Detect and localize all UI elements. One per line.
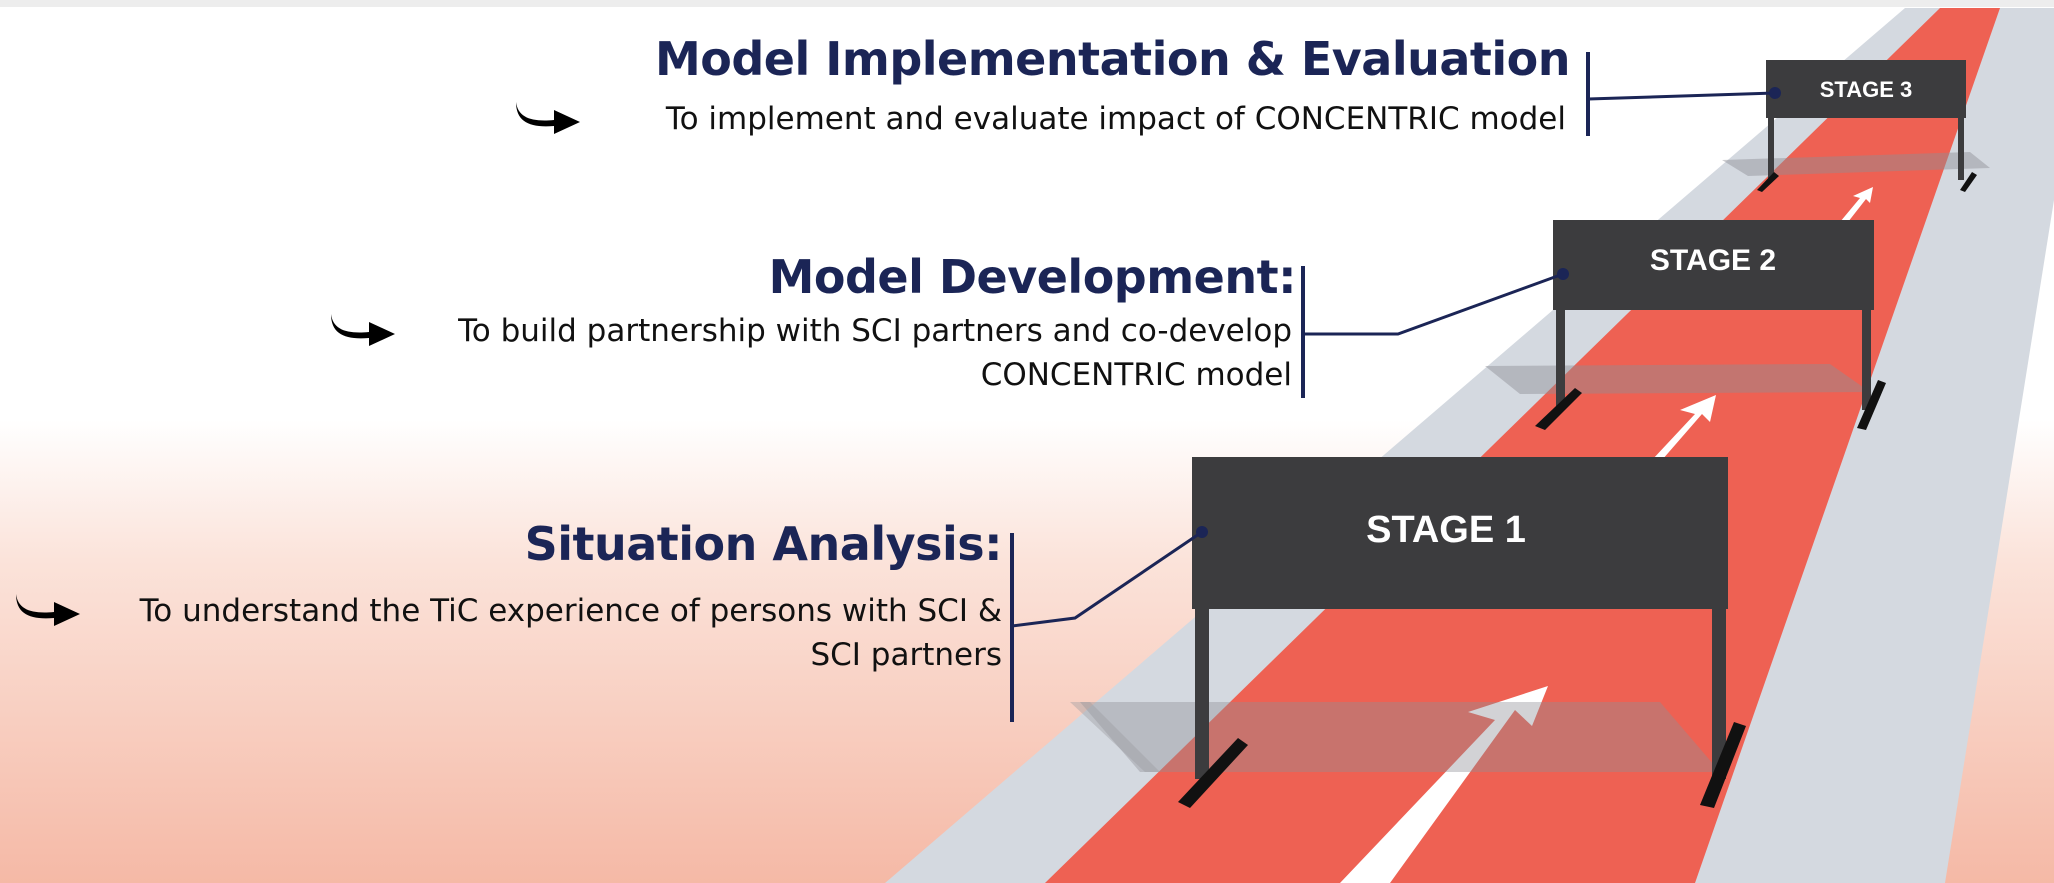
connector-stage-3 [1586, 52, 1776, 136]
stage-1-badge: STAGE 1 [1366, 509, 1526, 551]
hurdle-stage-1: STAGE 1 [1070, 457, 1746, 808]
stage-3-description: To implement and evaluate impact of CONC… [666, 97, 1566, 141]
stage-2-title: Model Development: [768, 250, 1297, 304]
hurdle-stage-2: STAGE 2 [1485, 220, 1886, 430]
stage-3-title: Model Implementation & Evaluation [655, 32, 1571, 86]
curved-arrow-icon [516, 102, 580, 134]
stage-1-description: To understand the TiC experience of pers… [140, 589, 1002, 677]
description-line: To understand the TiC experience of pers… [139, 593, 1002, 629]
up-arrow-icon [1652, 395, 1716, 460]
stage-2-description: To build partnership with SCI partners a… [458, 309, 1292, 397]
description-line: To build partnership with SCI partners a… [458, 313, 1292, 349]
stage-1-title: Situation Analysis: [524, 517, 1003, 571]
top-border [0, 0, 2054, 7]
up-arrow-icon [1340, 686, 1548, 883]
up-arrow-icon [1840, 187, 1873, 222]
description-line: To implement and evaluate impact of CONC… [665, 101, 1566, 137]
stage-2-badge: STAGE 2 [1650, 244, 1776, 277]
curved-arrow-icon [331, 314, 395, 346]
hurdle-stage-3: STAGE 3 [1722, 60, 1990, 192]
connector-stage-2 [1301, 266, 1564, 398]
curved-arrow-icon [16, 594, 80, 626]
description-line: CONCENTRIC model [980, 357, 1292, 393]
description-line: SCI partners [810, 637, 1002, 673]
stage-3-badge: STAGE 3 [1820, 77, 1913, 102]
connector-stage-1 [1010, 530, 1203, 722]
